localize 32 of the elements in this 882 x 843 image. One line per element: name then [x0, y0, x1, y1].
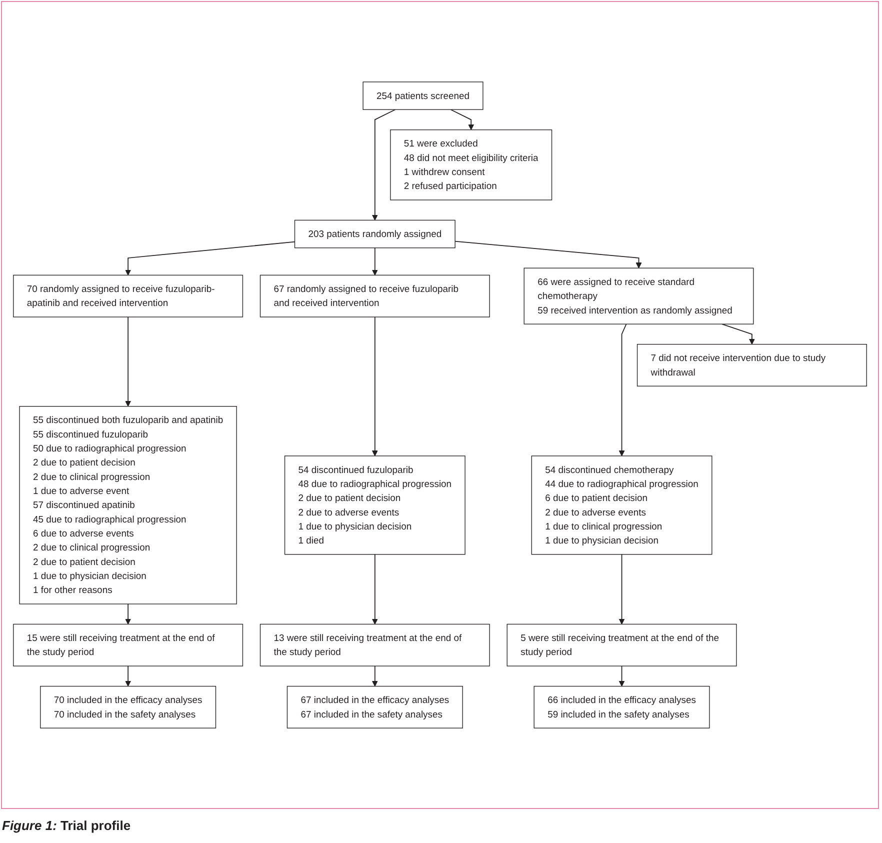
node-box: 254 patients screened — [362, 82, 484, 110]
figure-caption: Figure 1: Trial profile — [2, 818, 131, 833]
node-box: 67 randomly assigned to receive fuzuloparib and received intervention — [260, 274, 490, 318]
arrow — [450, 109, 474, 130]
node-box: 13 were still receiving treatment at the end of the study period — [260, 624, 490, 666]
node-box: 15 were still receiving treatment at the end of the study period — [13, 624, 244, 666]
node-box: 5 were still receiving treatment at the end of the study period — [506, 624, 737, 666]
arrow — [372, 316, 378, 456]
arrow — [125, 604, 132, 624]
arrow — [372, 666, 378, 687]
arrow — [125, 316, 132, 407]
node-box: 203 patients randomly assigned — [294, 220, 456, 248]
arrow — [618, 324, 627, 456]
node-box: 7 did not receive intervention due to study withdrawal — [636, 344, 867, 386]
node-box: 54 discontinued chemotherapy 44 due to radiographical progression 6 due to patient decision 2 due to adverse events 1 due to clinical progression 1 due to physician decision — [531, 456, 712, 555]
arrow — [125, 241, 296, 276]
arrow — [618, 666, 625, 687]
node-box: 66 were assigned to receive standard chemotherapy 59 received intervention as randomly assigned — [524, 268, 754, 324]
node-box: 54 discontinued fuzuloparib 48 due to radiographical progression 2 due to patient decision 2 due to adverse events 1 due to physician decision 1 died — [284, 456, 466, 555]
node-box: 66 included in the efficacy analyses 59 included in the safety analyses — [534, 686, 710, 728]
arrow — [125, 666, 132, 687]
node-box: 67 included in the efficacy analyses 67 included in the safety analyses — [286, 686, 463, 728]
node-box: 51 were excluded 48 did not meet eligibility criteria 1 withdrew consent 2 refused participation — [390, 129, 552, 200]
arrow — [372, 109, 396, 220]
node-box: 55 discontinued both fuzuloparib and apatinib 55 discontinued fuzuloparib 50 due to radiographical progression 2 due to patient decision 2 due to clinical progression 1 due to adverse event 57 discontinued apatinib 45 due to radiographical progression 6 due to adverse events 2 due to clinical progression 2 due to patient decision 1 due to physician decision 1 for other reasons — [19, 406, 237, 604]
node-box: 70 included in the efficacy analyses 70 included in the safety analyses — [40, 686, 216, 728]
arrow — [618, 554, 625, 624]
arrow — [454, 240, 642, 268]
arrow — [372, 554, 378, 624]
arrow — [372, 247, 378, 276]
node-box: 70 randomly assigned to receive fuzuloparib-apatinib and received intervention — [13, 274, 244, 318]
arrow — [721, 324, 755, 345]
